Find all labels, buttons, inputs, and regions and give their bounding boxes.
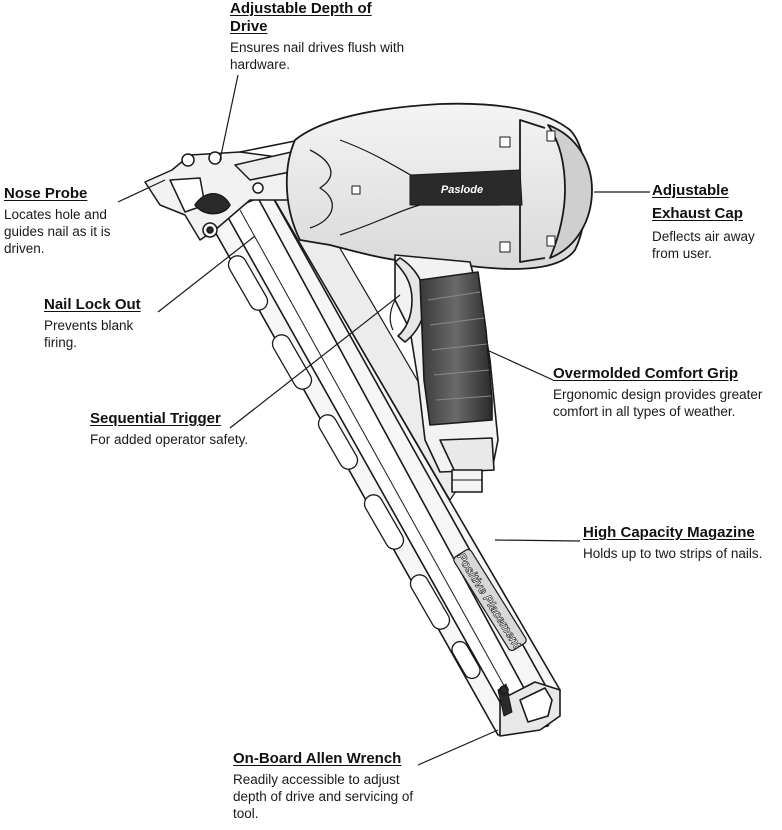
callout-desc: Ergonomic design provides greater comfor… [553,387,763,419]
callout-title: High Capacity Magazine [583,524,755,541]
callout-desc: Prevents blank firing. [44,318,134,350]
callout-title: Adjustable Exhaust Cap [652,182,743,222]
callout-allen-wrench: On-Board Allen Wrench Readily accessible… [233,750,433,822]
handle [389,254,499,493]
paslode-logo: Paslode [409,169,523,206]
trigger [394,257,426,343]
exhaust-cap [547,124,593,259]
callout-exhaust-cap: Adjustable Exhaust Cap Deflects air away… [652,179,777,262]
callout-title: Overmolded Comfort Grip [553,365,739,382]
comfort-grip [419,271,493,426]
callout-title: Sequential Trigger [90,410,221,427]
callout-desc: For added operator safety. [90,432,249,447]
callout-sequential-trigger: Sequential Trigger For added operator sa… [90,410,250,448]
callout-desc: Deflects air away from user. [652,229,755,261]
callout-title: Nail Lock Out [44,296,141,313]
magazine: Positive Placement [199,177,561,737]
callout-depth-of-drive: Adjustable Depth of Drive Ensures nail d… [230,0,405,73]
allen-wrench [497,681,561,737]
callout-comfort-grip: Overmolded Comfort Grip Ergonomic design… [553,365,778,420]
callout-nose-probe: Nose Probe Locates hole and guides nail … [4,185,134,257]
callout-title: Adjustable Depth of Drive [230,0,372,35]
callout-desc: Readily accessible to adjust depth of dr… [233,772,414,821]
callout-title: On-Board Allen Wrench [233,750,402,767]
callout-title: Nose Probe [4,185,88,202]
magazine-slots [227,255,481,680]
leader-lines [117,74,650,766]
callout-magazine: High Capacity Magazine Holds up to two s… [583,524,779,562]
callout-desc: Locates hole and guides nail as it is dr… [4,207,111,256]
callout-nail-lock-out: Nail Lock Out Prevents blank firing. [44,296,164,351]
tool-body: Paslode [285,102,593,270]
svg-text:Paslode: Paslode [441,184,483,196]
callout-desc: Holds up to two strips of nails. [583,546,763,561]
callout-desc: Ensures nail drives flush with hardware. [230,40,405,72]
